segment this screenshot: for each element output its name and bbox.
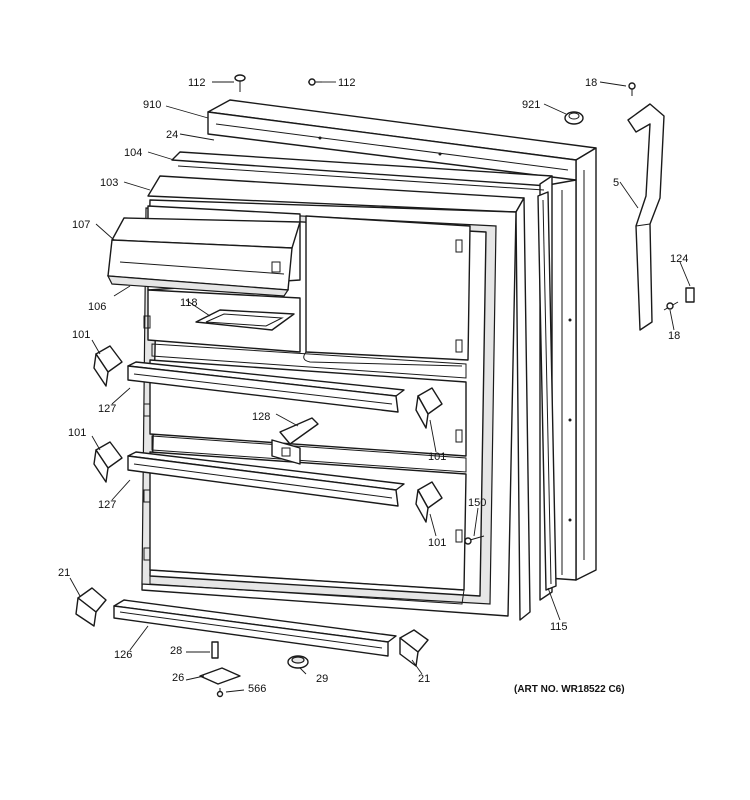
leader-lines xyxy=(69,81,691,693)
label-28: 28 xyxy=(170,645,182,657)
label-118: 118 xyxy=(180,297,198,309)
hinge-21-right xyxy=(399,629,429,667)
plate-26 xyxy=(199,667,241,685)
pin-28 xyxy=(211,641,219,659)
label-101-right-upper: 101 xyxy=(428,451,446,463)
clip-124 xyxy=(685,287,695,303)
screw-18-side xyxy=(663,301,679,311)
label-127-lower: 127 xyxy=(98,499,116,511)
shelf-support-101-left-lower xyxy=(93,441,123,483)
label-21-left: 21 xyxy=(58,567,70,579)
breaker-strip-115 xyxy=(537,191,557,591)
shelf-bar-127-upper xyxy=(127,361,405,413)
door-handle-5 xyxy=(627,103,665,331)
label-24: 24 xyxy=(166,129,178,141)
shelf-bar-127-lower xyxy=(127,451,405,507)
label-29: 29 xyxy=(316,673,328,685)
shelf-support-101-right-lower xyxy=(415,481,443,523)
label-5: 5 xyxy=(613,177,619,189)
screw-112-left xyxy=(234,74,246,92)
hinge-21-left xyxy=(75,587,107,627)
dairy-door-107 xyxy=(106,217,301,297)
label-101-left-lower: 101 xyxy=(68,427,86,439)
label-18-top: 18 xyxy=(585,77,597,89)
label-104: 104 xyxy=(124,147,142,159)
label-106: 106 xyxy=(88,301,106,313)
label-150: 150 xyxy=(468,497,486,509)
label-21-right: 21 xyxy=(418,673,430,685)
divider-128 xyxy=(271,417,319,465)
screw-566 xyxy=(216,688,224,698)
plug-921 xyxy=(564,111,584,125)
label-566: 566 xyxy=(248,683,266,695)
cap-29 xyxy=(287,655,309,669)
label-26: 26 xyxy=(172,672,184,684)
label-127-upper: 127 xyxy=(98,403,116,415)
label-921: 921 xyxy=(522,99,540,111)
label-18-side: 18 xyxy=(668,330,680,342)
screw-150 xyxy=(464,535,485,545)
label-112-left: 112 xyxy=(188,77,206,89)
screw-112-right xyxy=(308,78,322,86)
label-124: 124 xyxy=(670,253,688,265)
art-number: (ART NO. WR18522 C6) xyxy=(514,684,625,695)
label-107: 107 xyxy=(72,219,90,231)
label-910: 910 xyxy=(143,99,161,111)
label-112-right: 112 xyxy=(338,77,356,89)
label-128: 128 xyxy=(252,411,270,423)
screw-18-top xyxy=(628,82,636,96)
label-115: 115 xyxy=(550,621,568,633)
label-103: 103 xyxy=(100,177,118,189)
dairy-tray-118 xyxy=(195,309,295,331)
label-126: 126 xyxy=(114,649,132,661)
shelf-support-101-right-upper xyxy=(415,387,443,429)
bottom-trim-126 xyxy=(113,599,397,657)
shelf-support-101-left-upper xyxy=(93,345,123,387)
label-101-left-upper: 101 xyxy=(72,329,90,341)
label-101-right-lower: 101 xyxy=(428,537,446,549)
